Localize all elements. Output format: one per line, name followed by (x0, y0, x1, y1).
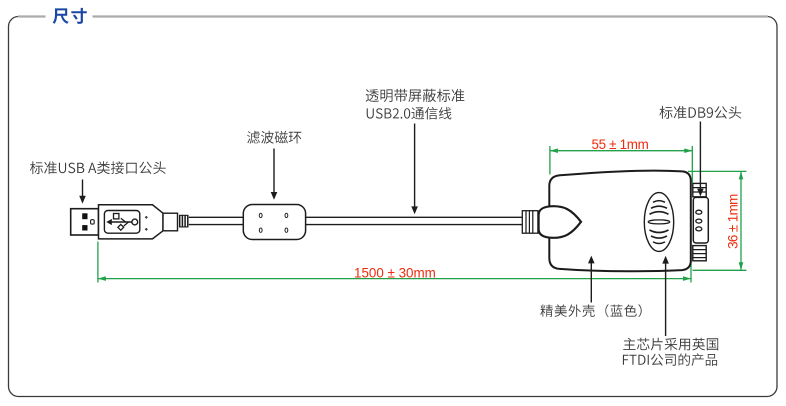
svg-text:36 ± 1mm: 36 ± 1mm (725, 194, 740, 249)
svg-text:55 ± 1mm: 55 ± 1mm (591, 137, 648, 152)
svg-text:1500 ± 30mm: 1500 ± 30mm (354, 265, 436, 280)
